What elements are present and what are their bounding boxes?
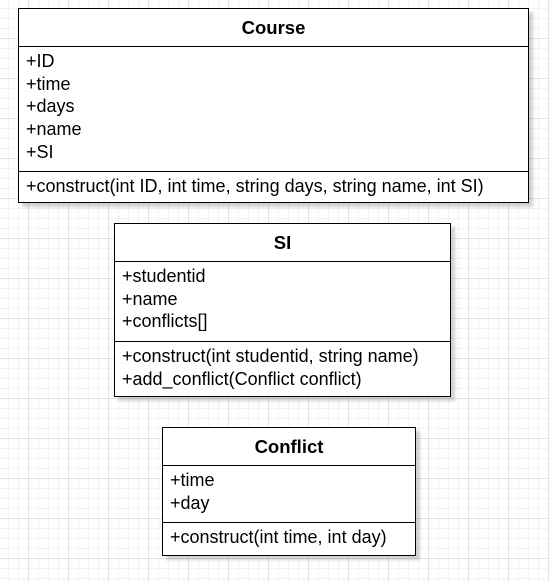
course-attribute: +time <box>26 73 71 94</box>
conflict-class-title: Conflict <box>163 428 415 466</box>
si-attribute: +name <box>122 288 178 309</box>
course-attribute: +days <box>26 96 75 117</box>
si-method: +construct(int studentid, string name) <box>122 346 419 366</box>
course-attribute: +ID <box>26 51 55 71</box>
course-attribute: +name <box>26 119 82 140</box>
course-methods: +construct(int ID, int time, string days… <box>19 172 528 202</box>
conflict-attribute: +day <box>170 492 210 513</box>
si-attribute: +studentid <box>122 266 206 286</box>
course-method: +construct(int ID, int time, string days… <box>26 176 484 196</box>
course-class-box[interactable]: Course +ID +time +days +name +SI +constr… <box>18 8 529 203</box>
si-attributes: +studentid +name +conflicts[] <box>115 262 450 342</box>
conflict-attribute: +time <box>170 470 215 490</box>
si-method: +add_conflict(Conflict conflict) <box>122 368 362 389</box>
conflict-method: +construct(int time, int day) <box>170 527 387 547</box>
course-class-title: Course <box>19 9 528 47</box>
course-attributes: +ID +time +days +name +SI <box>19 47 528 172</box>
conflict-methods: +construct(int time, int day) <box>163 523 415 553</box>
si-methods: +construct(int studentid, string name) +… <box>115 342 450 394</box>
si-class-title: SI <box>115 224 450 262</box>
conflict-attributes: +time +day <box>163 466 415 523</box>
course-attribute: +SI <box>26 141 54 162</box>
si-class-box[interactable]: SI +studentid +name +conflicts[] +constr… <box>114 223 451 397</box>
conflict-class-box[interactable]: Conflict +time +day +construct(int time,… <box>162 427 416 556</box>
si-attribute: +conflicts[] <box>122 311 208 332</box>
